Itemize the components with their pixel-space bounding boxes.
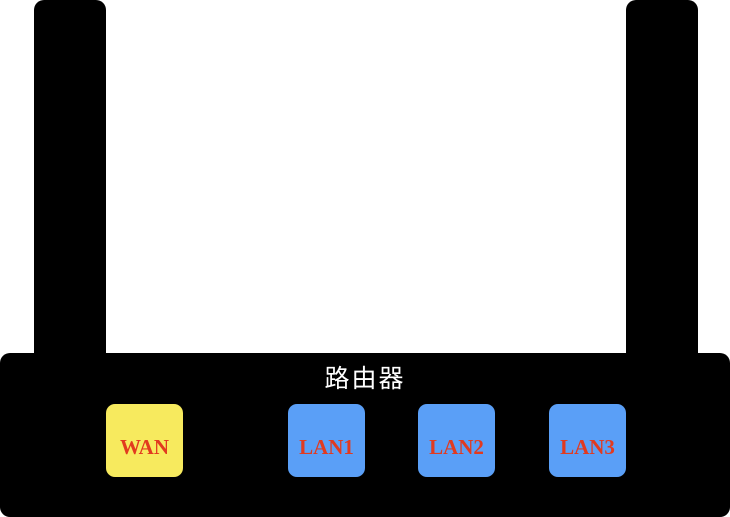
lan2-port-label: LAN2 [429,435,484,459]
lan1-port-label: LAN1 [299,435,354,459]
lan2-port: LAN2 [418,404,495,477]
lan1-port: LAN1 [288,404,365,477]
wan-port: WAN [106,404,183,477]
lan3-port-label: LAN3 [560,435,615,459]
lan3-port: LAN3 [549,404,626,477]
wan-port-label: WAN [119,435,169,459]
router-body: 路由器 WAN LAN1 LAN2 LAN3 [0,353,730,517]
antenna-right [626,0,698,370]
router-label: 路由器 [324,364,406,393]
antenna-left [34,0,106,370]
